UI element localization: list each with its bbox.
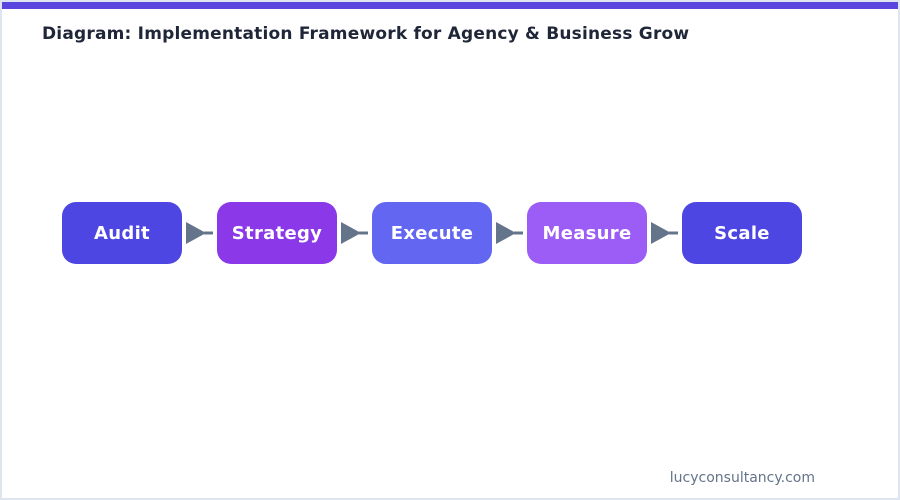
flow-step-measure: Measure [527, 202, 647, 264]
flow-step-label: Measure [542, 222, 632, 244]
right-arrow-icon [496, 221, 523, 245]
flow-step-label: Scale [714, 222, 770, 244]
flow-step-label: Strategy [231, 222, 323, 244]
right-arrow-icon [651, 221, 678, 245]
flow-step-audit: Audit [62, 202, 182, 264]
page-title: Diagram: Implementation Framework for Ag… [42, 24, 690, 44]
flow-step-label: Audit [94, 222, 150, 244]
top-accent-bar [2, 2, 898, 9]
process-flow: Audit Strategy Execute [62, 202, 802, 264]
flow-step-label: Execute [390, 222, 474, 244]
right-arrow-icon [341, 221, 368, 245]
flow-step-strategy: Strategy [217, 202, 337, 264]
flow-step-execute: Execute [372, 202, 492, 264]
right-arrow-icon [186, 221, 213, 245]
flow-step-scale: Scale [682, 202, 802, 264]
website-footer: lucyconsultancy.com [669, 470, 815, 486]
